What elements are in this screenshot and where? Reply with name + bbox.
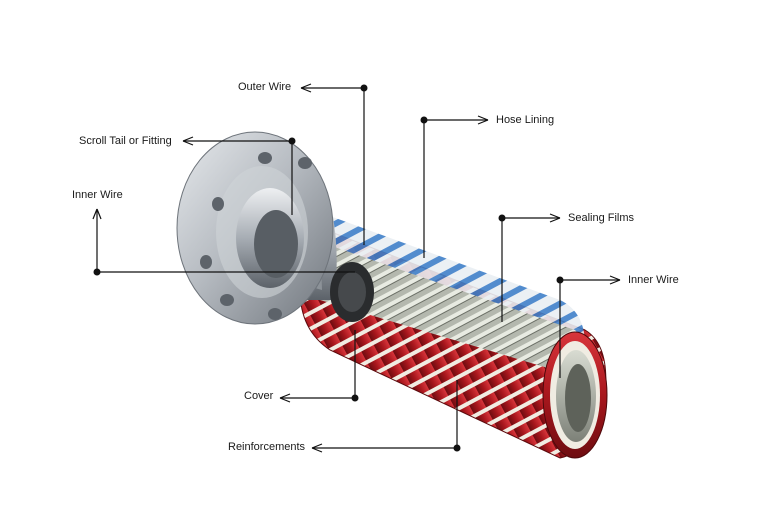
label-outer-wire: Outer Wire — [238, 81, 292, 93]
leader-sealing-films — [501, 217, 560, 322]
label-cover: Cover — [244, 390, 274, 402]
leader-dots — [93, 84, 564, 452]
leader-inner-wire-left — [96, 209, 355, 273]
leader-reinforcements — [312, 380, 458, 449]
leader-scroll-tail — [183, 140, 293, 215]
leader-hose-lining — [423, 119, 488, 258]
flange — [176, 131, 334, 325]
label-scroll-tail-or-fitting: Scroll Tail or Fitting — [79, 135, 172, 147]
label-hose-lining: Hose Lining — [496, 114, 555, 126]
leader-lines — [92, 83, 621, 453]
leader-outer-wire — [301, 87, 365, 245]
label-sealing-films: Sealing Films — [568, 212, 635, 224]
label-inner-wire-left: Inner Wire — [72, 189, 123, 201]
leader-inner-wire-right — [559, 279, 620, 378]
leader-cover — [280, 330, 356, 399]
hose-body — [299, 205, 608, 459]
label-inner-wire-right: Inner Wire — [628, 274, 679, 286]
label-reinforcements: Reinforcements — [228, 441, 306, 453]
